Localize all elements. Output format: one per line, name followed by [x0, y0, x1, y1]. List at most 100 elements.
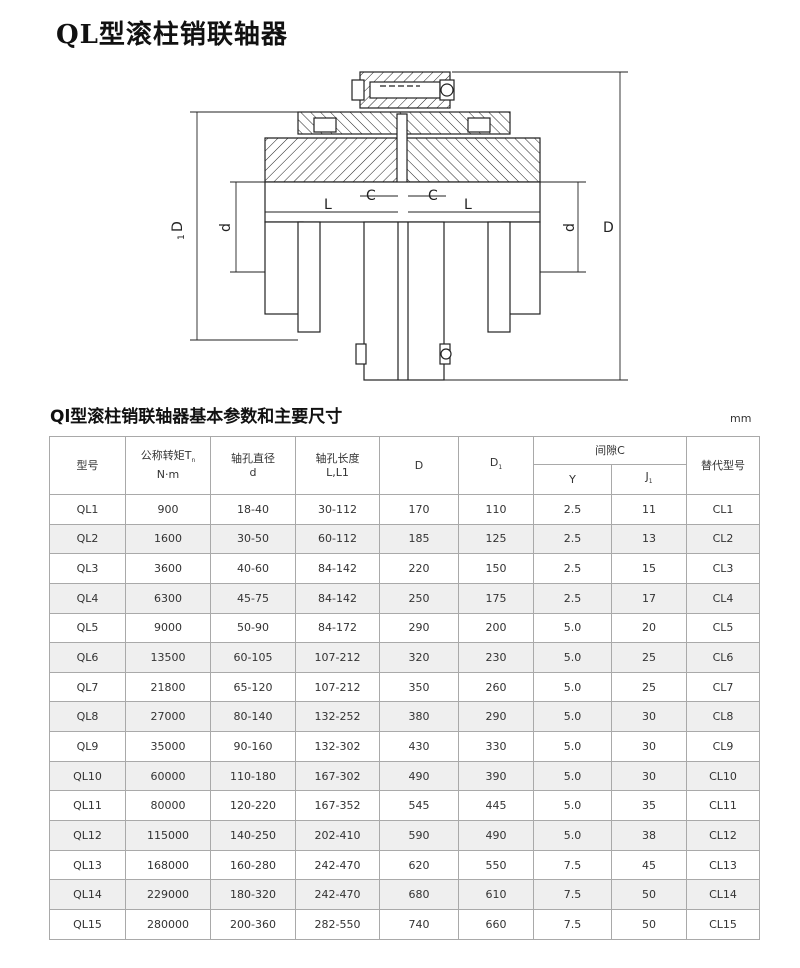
cell-bore-length: 282-550: [295, 908, 380, 940]
cell-bore-diameter: 110-180: [210, 760, 296, 792]
cell-torque: 35000: [125, 731, 211, 762]
cell-model: QL1: [49, 494, 126, 525]
cell-torque: 9000: [125, 612, 211, 644]
cell-gap-Y: 5.0: [533, 731, 612, 762]
cell-bore-length: 242-470: [295, 879, 380, 910]
cell-model: QL15: [49, 908, 126, 940]
cell-D1: 290: [458, 701, 534, 733]
cell-replace-model: CL10: [686, 760, 760, 792]
cell-D1: 550: [458, 849, 534, 881]
cell-replace-model: CL6: [686, 642, 760, 673]
cell-replace-model: CL13: [686, 849, 760, 881]
cell-gap-Y: 5.0: [533, 790, 612, 822]
cell-torque: 27000: [125, 701, 211, 733]
cell-torque: 280000: [125, 908, 211, 940]
dim-d-right-label: d: [562, 223, 578, 232]
cell-D: 545: [379, 790, 459, 822]
page-title: QL型滚柱销联轴器: [56, 20, 288, 50]
cell-bore-length: 167-352: [295, 790, 380, 822]
cell-gap-Y: 7.5: [533, 879, 612, 910]
cell-bore-diameter: 18-40: [210, 494, 296, 525]
cell-D1: 660: [458, 908, 534, 940]
cell-gap-J1: 25: [611, 642, 687, 673]
header-D1-label: D: [489, 455, 499, 469]
cell-bore-length: 242-470: [295, 849, 380, 881]
cell-replace-model: CL11: [686, 790, 760, 822]
cell-model: QL10: [49, 760, 126, 792]
cell-bore-diameter: 45-75: [210, 582, 296, 614]
cell-replace-model: CL5: [686, 612, 760, 644]
dim-D1-subscript: 1: [177, 234, 187, 240]
cell-bore-diameter: 200-360: [210, 908, 296, 940]
cell-model: QL11: [49, 790, 126, 822]
cell-D: 290: [379, 612, 459, 644]
cell-D: 250: [379, 582, 459, 614]
cell-bore-diameter: 50-90: [210, 612, 296, 644]
cell-torque: 115000: [125, 820, 211, 851]
header-J1-subscript: 1: [648, 478, 653, 486]
cell-gap-J1: 30: [611, 701, 687, 733]
cell-gap-Y: 5.0: [533, 612, 612, 644]
header-bore-diameter: 轴孔直径 d: [210, 436, 296, 495]
cell-model: QL9: [49, 731, 126, 762]
unit-label: mm: [730, 412, 752, 425]
cell-torque: 6300: [125, 582, 211, 614]
cell-D1: 490: [458, 820, 534, 851]
cell-bore-length: 167-302: [295, 760, 380, 792]
cell-bore-diameter: 160-280: [210, 849, 296, 881]
cell-torque: 13500: [125, 642, 211, 673]
cell-bore-diameter: 180-320: [210, 879, 296, 910]
cell-D: 590: [379, 820, 459, 851]
cell-bore-length: 84-142: [295, 553, 380, 584]
cell-bore-length: 84-142: [295, 582, 380, 614]
cell-gap-Y: 5.0: [533, 671, 612, 703]
cell-gap-J1: 50: [611, 879, 687, 910]
cell-D: 430: [379, 731, 459, 762]
cell-gap-Y: 5.0: [533, 820, 612, 851]
header-D1: D1: [458, 436, 534, 495]
cell-gap-J1: 20: [611, 612, 687, 644]
cell-D1: 390: [458, 760, 534, 792]
header-gap: 间隙C: [533, 436, 687, 465]
cell-bore-diameter: 120-220: [210, 790, 296, 822]
cell-bore-diameter: 40-60: [210, 553, 296, 584]
cell-bore-diameter: 65-120: [210, 671, 296, 703]
cell-gap-Y: 7.5: [533, 908, 612, 940]
cell-bore-diameter: 90-160: [210, 731, 296, 762]
header-D: D: [379, 436, 459, 495]
cell-model: QL14: [49, 879, 126, 910]
cell-torque: 80000: [125, 790, 211, 822]
cell-torque: 1600: [125, 523, 211, 555]
cell-gap-Y: 2.5: [533, 553, 612, 584]
cell-D: 185: [379, 523, 459, 555]
cell-D: 320: [379, 642, 459, 673]
cell-replace-model: CL14: [686, 879, 760, 910]
cell-gap-J1: 30: [611, 760, 687, 792]
cell-torque: 900: [125, 494, 211, 525]
cell-bore-length: 202-410: [295, 820, 380, 851]
cell-gap-Y: 2.5: [533, 582, 612, 614]
cell-D1: 175: [458, 582, 534, 614]
cell-bore-diameter: 140-250: [210, 820, 296, 851]
cell-bore-length: 30-112: [295, 494, 380, 525]
cell-replace-model: CL12: [686, 820, 760, 851]
cell-gap-J1: 38: [611, 820, 687, 851]
cell-gap-J1: 45: [611, 849, 687, 881]
cell-model: QL8: [49, 701, 126, 733]
table-title: Ql型滚柱销联轴器基本参数和主要尺寸: [50, 407, 343, 427]
cell-gap-J1: 50: [611, 908, 687, 940]
cell-D: 740: [379, 908, 459, 940]
dim-C-right-label: C: [428, 188, 438, 204]
header-Y: Y: [533, 464, 612, 495]
cell-gap-J1: 11: [611, 494, 687, 525]
cell-torque: 3600: [125, 553, 211, 584]
cell-bore-length: 84-172: [295, 612, 380, 644]
cell-gap-J1: 17: [611, 582, 687, 614]
cell-model: QL7: [49, 671, 126, 703]
header-bore-diameter-line2: d: [249, 465, 257, 479]
